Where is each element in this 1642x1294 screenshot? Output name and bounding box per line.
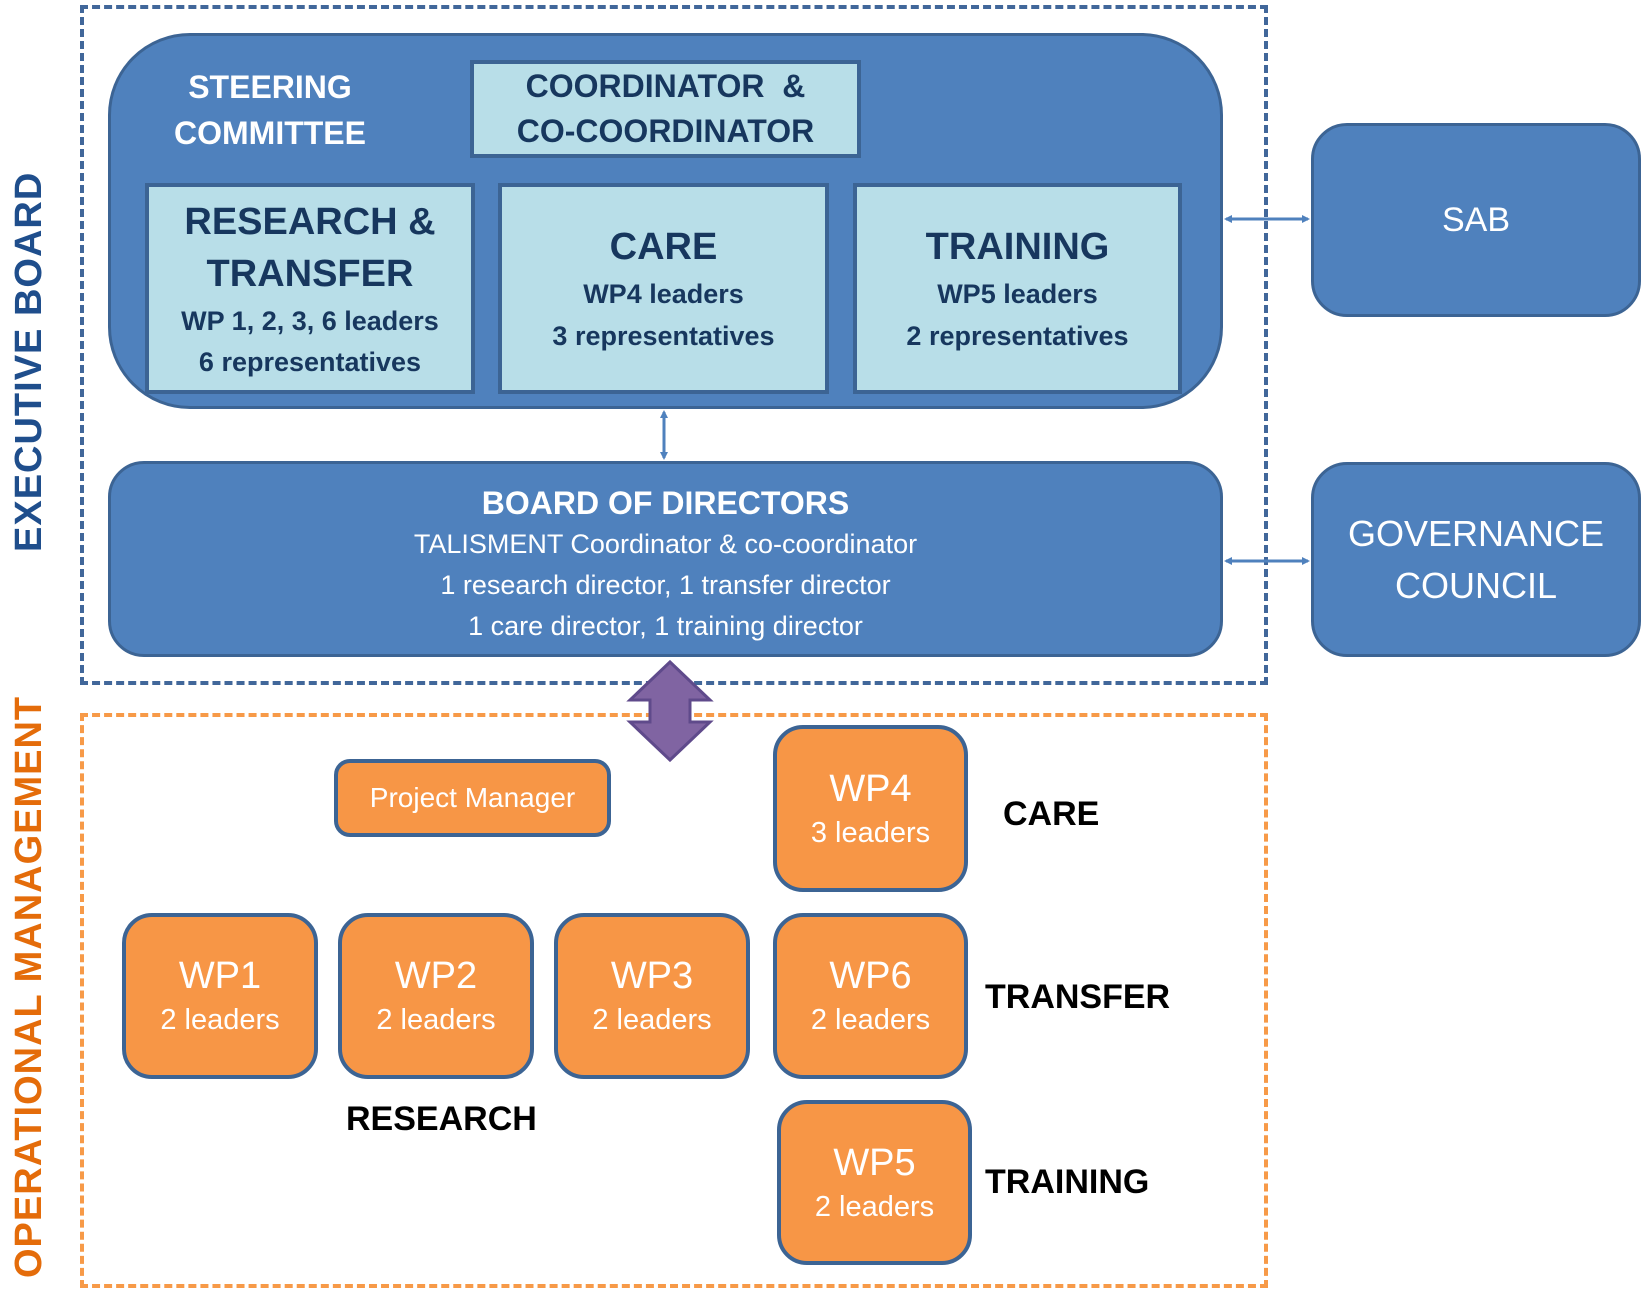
- wp3-id: WP3: [610, 955, 694, 997]
- care-representatives: 3 representatives: [552, 320, 775, 351]
- wp1-id: WP1: [178, 955, 262, 997]
- sab-label: SAB: [1441, 200, 1511, 239]
- board-title: BOARD OF DIRECTORS: [481, 485, 850, 521]
- steering-committee-title: STEERING COMMITTEE: [150, 64, 390, 156]
- wp4-id: WP4: [829, 767, 912, 810]
- wp6-box[interactable]: WP6 2 leaders: [773, 913, 968, 1079]
- sab-box[interactable]: SAB: [1311, 123, 1641, 317]
- project-manager-box[interactable]: Project Manager: [334, 759, 611, 837]
- board-line-1: TALISMENT Coordinator & co-coordinator: [413, 529, 918, 559]
- training-leaders: WP5 leaders: [937, 278, 1098, 309]
- group-label-training: TRAINING: [985, 1163, 1150, 1201]
- wp2-leaders: 2 leaders: [376, 1004, 496, 1036]
- wp6-id: WP6: [829, 955, 912, 997]
- research-transfer-leaders: WP 1, 2, 3, 6 leaders: [181, 305, 439, 336]
- coordinator-line2: CO-COORDINATOR: [516, 113, 815, 149]
- training-representatives: 2 representatives: [906, 320, 1129, 351]
- board-line-3: 1 care director, 1 training director: [468, 611, 863, 641]
- wp4-leaders: 3 leaders: [810, 816, 931, 849]
- project-manager-label: Project Manager: [369, 782, 576, 813]
- wp2-id: WP2: [394, 955, 478, 997]
- executive-operational-arrow: [626, 659, 714, 763]
- group-label-research: RESEARCH: [346, 1100, 537, 1138]
- governance-council-box[interactable]: GOVERNANCE COUNCIL: [1311, 462, 1641, 657]
- coordinator-line1: COORDINATOR &: [525, 68, 806, 104]
- board-of-directors[interactable]: BOARD OF DIRECTORS TALISMENT Coordinator…: [108, 461, 1223, 657]
- group-label-care: CARE: [1003, 795, 1100, 833]
- research-transfer-title-line2: TRANSFER: [206, 252, 414, 295]
- governance-line2: COUNCIL: [1394, 564, 1558, 606]
- care-title: CARE: [609, 225, 718, 268]
- steering-title-line2: COMMITTEE: [174, 115, 366, 151]
- wp3-box[interactable]: WP3 2 leaders: [554, 913, 750, 1079]
- wp3-leaders: 2 leaders: [592, 1004, 712, 1036]
- group-label-transfer: TRANSFER: [985, 978, 1171, 1016]
- wp2-box[interactable]: WP2 2 leaders: [338, 913, 534, 1079]
- care-box[interactable]: CARE WP4 leaders 3 representatives: [498, 183, 829, 394]
- research-transfer-representatives: 6 representatives: [198, 346, 422, 377]
- board-line-2: 1 research director, 1 transfer director: [440, 570, 891, 600]
- research-transfer-box[interactable]: RESEARCH & TRANSFER WP 1, 2, 3, 6 leader…: [145, 183, 475, 394]
- research-transfer-title-line1: RESEARCH &: [184, 200, 436, 243]
- governance-line1: GOVERNANCE: [1347, 512, 1605, 554]
- wp1-leaders: 2 leaders: [160, 1004, 280, 1036]
- wp5-box[interactable]: WP5 2 leaders: [777, 1100, 972, 1265]
- steering-title-line1: STEERING: [188, 69, 352, 105]
- care-leaders: WP4 leaders: [583, 278, 744, 309]
- wp5-leaders: 2 leaders: [814, 1190, 935, 1223]
- wp5-id: WP5: [833, 1141, 916, 1184]
- training-box[interactable]: TRAINING WP5 leaders 2 representatives: [853, 183, 1182, 394]
- training-title: TRAINING: [925, 225, 1110, 268]
- coordinator-box[interactable]: COORDINATOR & CO-COORDINATOR: [470, 60, 861, 158]
- wp1-box[interactable]: WP1 2 leaders: [122, 913, 318, 1079]
- wp6-leaders: 2 leaders: [810, 1004, 931, 1036]
- wp4-box[interactable]: WP4 3 leaders: [773, 725, 968, 892]
